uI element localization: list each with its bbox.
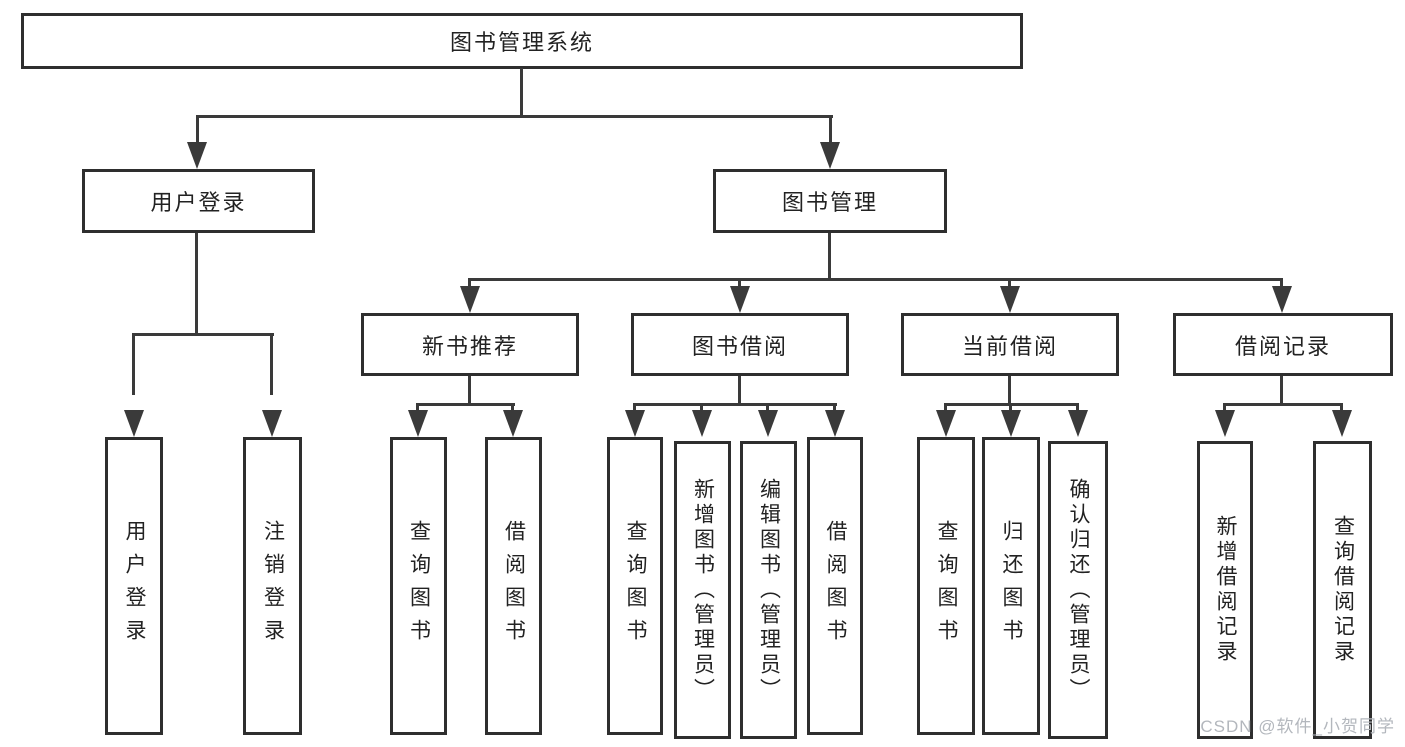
leaf-logout: 注销登录 — [243, 437, 302, 735]
connector-line — [196, 115, 199, 147]
arrowhead-down-icon — [1332, 410, 1352, 437]
leaf-query-book-current: 查询图书 — [917, 437, 975, 735]
arrowhead-down-icon — [460, 286, 480, 313]
leaf-label: 新增图书（管理员） — [691, 477, 715, 703]
csdn-watermark: CSDN @软件_小贺同学 — [1200, 717, 1395, 736]
node-new-book-recommend: 新书推荐 — [361, 313, 579, 376]
leaf-edit-book-admin: 编辑图书（管理员） — [740, 441, 797, 739]
leaf-query-borrow-record: 查询借阅记录 — [1313, 441, 1372, 739]
leaf-label: 注销登录 — [261, 520, 285, 652]
connector-line — [1224, 403, 1343, 406]
arrowhead-down-icon — [408, 410, 428, 437]
arrowhead-down-icon — [730, 286, 750, 313]
arrowhead-down-icon — [1000, 286, 1020, 313]
leaf-add-borrow-record: 新增借阅记录 — [1197, 441, 1253, 739]
leaf-borrow-book-newbook: 借阅图书 — [485, 437, 542, 735]
leaf-confirm-return-admin: 确认归还（管理员） — [1048, 441, 1108, 739]
node-book-borrow: 图书借阅 — [631, 313, 849, 376]
connector-line — [738, 376, 741, 405]
arrowhead-down-icon — [124, 410, 144, 437]
connector-line — [945, 403, 1079, 406]
node-borrow-record: 借阅记录 — [1173, 313, 1393, 376]
connector-line — [468, 278, 471, 292]
arrowhead-down-icon — [692, 410, 712, 437]
arrowhead-down-icon — [820, 142, 840, 169]
arrowhead-down-icon — [625, 410, 645, 437]
node-user-login: 用户登录 — [82, 169, 315, 233]
connector-line — [270, 333, 273, 395]
leaf-label: 借阅图书 — [502, 520, 526, 652]
arrowhead-down-icon — [1068, 410, 1088, 437]
arrowhead-down-icon — [187, 142, 207, 169]
connector-line — [738, 278, 741, 292]
leaf-label: 查询图书 — [624, 520, 647, 652]
leaf-query-book-newbook: 查询图书 — [390, 437, 447, 735]
node-label: 当前借阅 — [961, 333, 1058, 359]
leaf-return-book: 归还图书 — [982, 437, 1040, 735]
leaf-query-book-borrow: 查询图书 — [607, 437, 663, 735]
arrowhead-down-icon — [503, 410, 523, 437]
node-library-management-system: 图书管理系统 — [21, 13, 1023, 69]
leaf-label: 查询图书 — [935, 520, 958, 652]
connector-line — [1280, 278, 1283, 292]
connector-line — [196, 115, 833, 118]
leaf-label: 借阅图书 — [824, 520, 847, 652]
arrowhead-down-icon — [262, 410, 282, 437]
leaf-borrow-book-borrow: 借阅图书 — [807, 437, 863, 735]
leaf-label: 编辑图书（管理员） — [757, 477, 781, 703]
leaf-label: 归还图书 — [1000, 520, 1023, 652]
connector-line — [634, 403, 837, 406]
leaf-label: 查询图书 — [407, 520, 431, 652]
arrowhead-down-icon — [936, 410, 956, 437]
connector-line — [468, 376, 471, 405]
node-label: 图书借阅 — [691, 333, 788, 359]
node-label: 图书管理系统 — [449, 30, 594, 55]
leaf-label: 确认归还（管理员） — [1067, 477, 1090, 703]
connector-line — [469, 278, 1283, 281]
arrowhead-down-icon — [1272, 286, 1292, 313]
connector-line — [1008, 278, 1011, 292]
node-book-management: 图书管理 — [713, 169, 947, 233]
leaf-user-login: 用户登录 — [105, 437, 163, 735]
node-label: 图书管理 — [781, 190, 878, 215]
leaf-label: 查询借阅记录 — [1331, 515, 1355, 665]
connector-line — [1280, 376, 1283, 405]
node-label: 新书推荐 — [421, 333, 518, 359]
arrowhead-down-icon — [1215, 410, 1235, 437]
leaf-label: 新增借阅记录 — [1214, 515, 1237, 665]
leaf-label: 用户登录 — [123, 520, 146, 652]
node-label: 借阅记录 — [1234, 333, 1331, 359]
arrowhead-down-icon — [825, 410, 845, 437]
leaf-add-book-admin: 新增图书（管理员） — [674, 441, 731, 739]
arrowhead-down-icon — [1001, 410, 1021, 437]
connector-line — [133, 333, 274, 336]
node-label: 用户登录 — [150, 190, 247, 215]
connector-line — [1008, 376, 1011, 405]
connector-line — [829, 115, 832, 147]
node-current-borrow: 当前借阅 — [901, 313, 1119, 376]
connector-line — [417, 403, 515, 406]
connector-line — [132, 333, 135, 395]
arrowhead-down-icon — [758, 410, 778, 437]
connector-line — [828, 233, 831, 281]
connector-line — [195, 233, 198, 336]
connector-line — [520, 68, 523, 118]
